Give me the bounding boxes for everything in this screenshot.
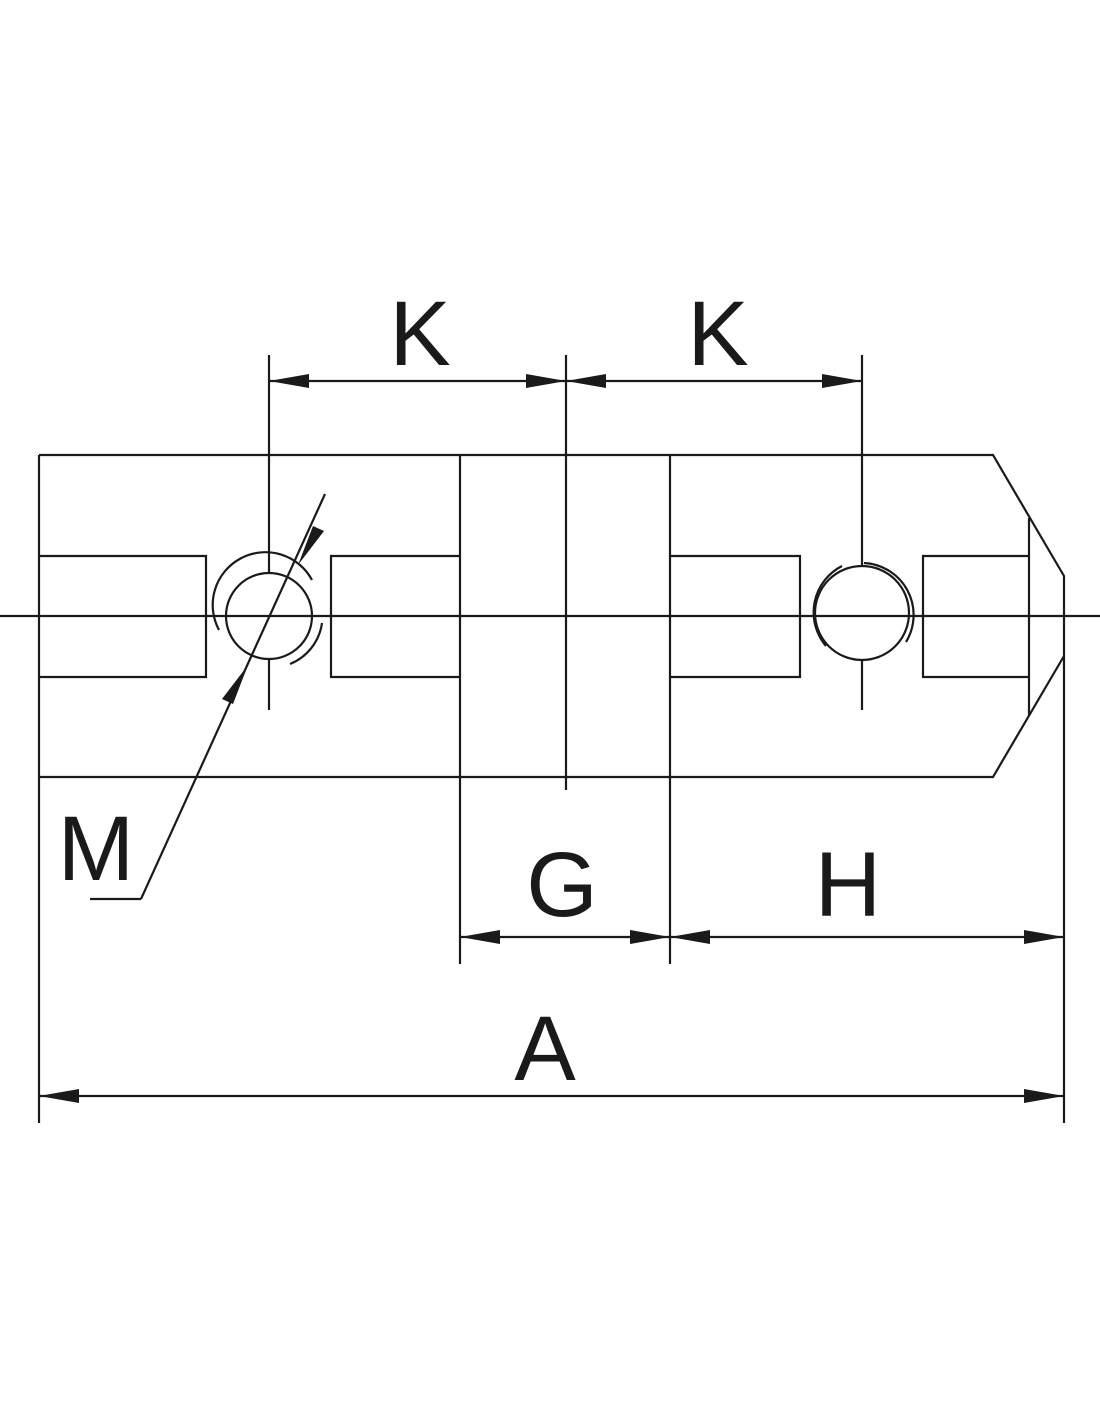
gh-dimension	[460, 930, 1064, 944]
label-g: G	[526, 834, 598, 936]
left-pockets	[39, 554, 460, 679]
m-leader	[90, 493, 327, 901]
label-k-right: K	[687, 283, 748, 385]
label-m: M	[58, 798, 135, 900]
a-dimension	[39, 1089, 1064, 1103]
right-pockets	[670, 554, 1029, 679]
left-hole	[211, 355, 324, 710]
slot-lines	[458, 355, 672, 964]
right-hole	[812, 355, 915, 710]
label-a: A	[514, 998, 576, 1100]
label-k-left: K	[389, 283, 450, 385]
k-dimension	[269, 374, 862, 388]
label-h: H	[815, 834, 881, 936]
